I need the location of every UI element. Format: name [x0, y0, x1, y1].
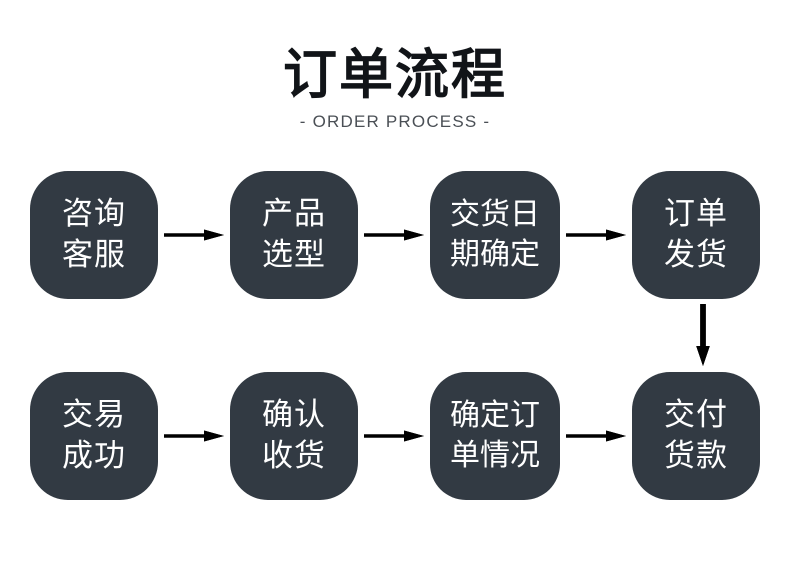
arrow-right-icon [158, 218, 230, 252]
node-line: 订单 [664, 196, 728, 233]
order-process-flow: 咨询 客服 产品 选型 交货日 期确定 [0, 160, 790, 520]
arrow-right-icon [358, 419, 430, 453]
node-line: 发货 [664, 237, 728, 273]
page-header: 订单流程 - ORDER PROCESS - [0, 0, 790, 130]
node-line: 期确定 [450, 237, 540, 272]
node-line: 选型 [262, 237, 326, 273]
arrow-right-icon [560, 419, 632, 453]
flow-node-delivery-date[interactable]: 交货日 期确定 [430, 171, 560, 299]
flow-node-product-select[interactable]: 产品 选型 [230, 171, 358, 299]
arrow-right-icon [358, 218, 430, 252]
flow-node-order-shipment[interactable]: 订单 发货 [632, 171, 760, 299]
arrow-down-icon [683, 304, 723, 366]
flow-node-consult-service[interactable]: 咨询 客服 [30, 171, 158, 299]
arrow-right-icon [158, 419, 230, 453]
node-line: 客服 [62, 237, 126, 273]
node-line: 单情况 [450, 438, 540, 473]
node-line: 确认 [262, 397, 326, 434]
node-line: 交付 [664, 397, 728, 434]
node-line: 成功 [62, 438, 126, 474]
node-line: 确定订 [450, 398, 540, 434]
flow-node-confirm-order[interactable]: 确定订 单情况 [430, 372, 560, 500]
flow-row-top: 咨询 客服 产品 选型 交货日 期确定 [0, 170, 790, 300]
flow-row-bottom: 交易 成功 确认 收货 确定订 单情况 [0, 371, 790, 501]
flow-node-confirm-receipt[interactable]: 确认 收货 [230, 372, 358, 500]
node-line: 咨询 [62, 196, 126, 233]
page-title: 订单流程 [283, 43, 507, 106]
node-line: 收货 [262, 438, 326, 474]
node-line: 产品 [262, 196, 326, 233]
node-line: 交货日 [450, 197, 540, 233]
node-line: 交易 [62, 397, 126, 434]
flow-node-deliver-payment[interactable]: 交付 货款 [632, 372, 760, 500]
arrow-right-icon [560, 218, 632, 252]
node-line: 货款 [664, 438, 728, 474]
flow-node-trade-success[interactable]: 交易 成功 [30, 372, 158, 500]
page-subtitle: - ORDER PROCESS - [299, 112, 491, 132]
